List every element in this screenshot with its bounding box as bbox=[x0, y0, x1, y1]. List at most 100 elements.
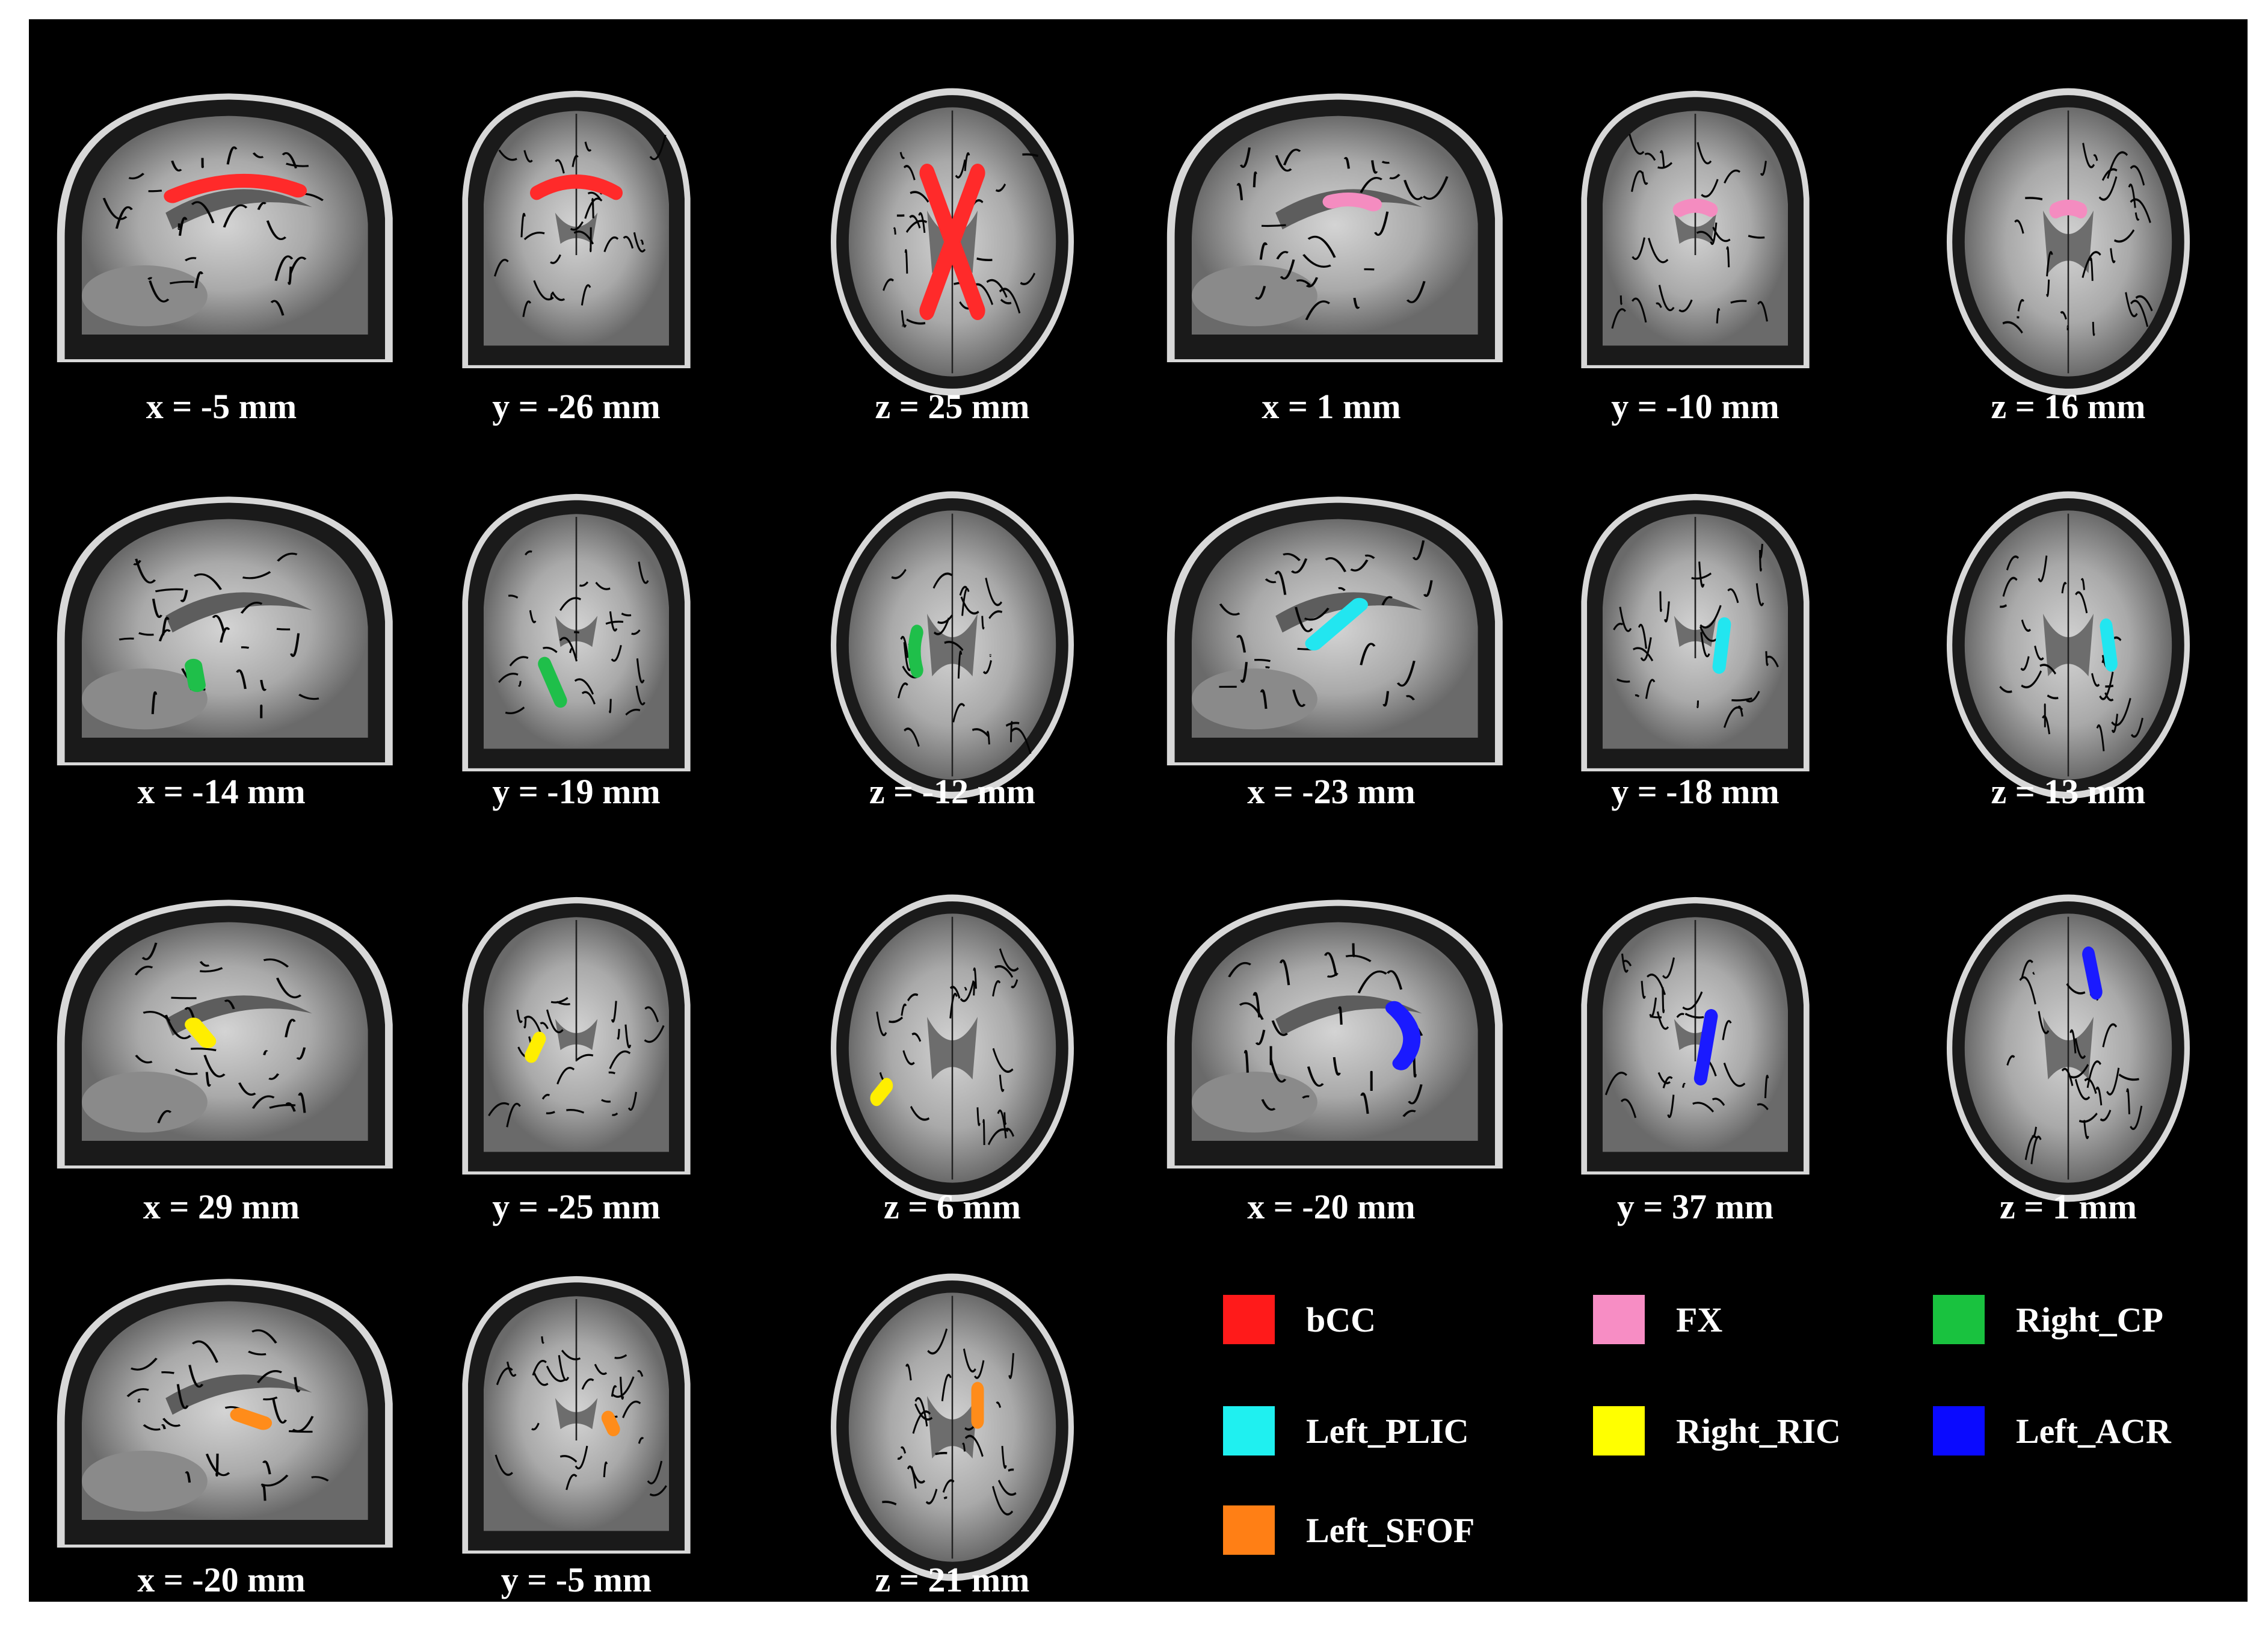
sulcus-line bbox=[1662, 987, 1665, 1013]
tract-overlay bbox=[185, 1017, 217, 1048]
corpus-callosum bbox=[1275, 995, 1422, 1036]
sulcus-line bbox=[2034, 645, 2044, 661]
sulcus-line bbox=[496, 1367, 513, 1386]
sulcus-line bbox=[2039, 664, 2056, 675]
sulcus-line bbox=[609, 611, 618, 632]
sulcus-line bbox=[162, 1418, 181, 1427]
sulcus-line bbox=[952, 703, 966, 723]
sulcus-line bbox=[2110, 248, 2116, 264]
sulcus-line bbox=[889, 1016, 903, 1023]
sulcus-line bbox=[2130, 198, 2151, 223]
sulcus-line bbox=[1604, 1072, 1627, 1096]
sulcus-line bbox=[573, 230, 594, 245]
sulcus-line bbox=[1659, 591, 1662, 613]
sulcus-line bbox=[1647, 974, 1666, 995]
sulcus-line bbox=[1716, 307, 1721, 324]
sulcus-line bbox=[292, 1416, 314, 1433]
sulcus-line bbox=[942, 1479, 955, 1493]
sulcus-line bbox=[559, 1455, 578, 1463]
sulcus-line bbox=[525, 550, 532, 556]
sulcus-line bbox=[2061, 1067, 2074, 1087]
slice-coordinate-label: y = -19 mm bbox=[492, 772, 661, 811]
sagittal-brain-slice bbox=[1166, 496, 1503, 765]
sulcus-line bbox=[907, 1465, 917, 1489]
sulcus-line bbox=[1240, 662, 1248, 683]
sulcus-line bbox=[1644, 152, 1656, 161]
sulcus-line bbox=[1631, 170, 1644, 193]
sulcus-line bbox=[126, 1388, 149, 1397]
sulcus-line bbox=[1254, 286, 1266, 300]
legend-label: Right_RIC bbox=[1676, 1412, 1841, 1451]
sulcus-line bbox=[611, 644, 622, 662]
sulcus-line bbox=[194, 271, 204, 289]
tract-overlay bbox=[230, 1407, 273, 1430]
cerebellum bbox=[1192, 265, 1317, 327]
sulcus-line bbox=[2002, 321, 2023, 334]
tract-overlay bbox=[1322, 193, 1382, 212]
sulcus-line bbox=[516, 1009, 523, 1023]
legend-label: FX bbox=[1676, 1300, 1723, 1339]
sulcus-line bbox=[901, 1003, 907, 1016]
sulcus-line bbox=[621, 613, 632, 617]
sulcus-line bbox=[1629, 134, 1645, 155]
sulcus-line bbox=[918, 212, 926, 233]
legend-swatch bbox=[1593, 1295, 1645, 1344]
sulcus-line bbox=[174, 1068, 198, 1075]
sulcus-line bbox=[203, 1055, 226, 1078]
sulcus-line bbox=[252, 152, 264, 158]
sulcus-line bbox=[612, 1112, 618, 1116]
sulcus-line bbox=[1635, 694, 1640, 697]
sulcus-line bbox=[907, 993, 919, 1002]
sulcus-line bbox=[636, 658, 645, 684]
sulcus-line bbox=[638, 561, 649, 584]
corpus-callosum bbox=[1275, 189, 1422, 230]
sulcus-line bbox=[608, 1071, 615, 1075]
sulcus-line bbox=[1236, 182, 1243, 200]
sulcus-line bbox=[994, 965, 1014, 978]
slice-coordinate-label: z = 13 mm bbox=[1991, 772, 2146, 811]
sulcus-line bbox=[135, 558, 156, 584]
sulcus-line bbox=[941, 1374, 952, 1401]
sulcus-line bbox=[2069, 1029, 2077, 1054]
sulcus-line bbox=[963, 1348, 976, 1373]
sulcus-line bbox=[1692, 1102, 1715, 1113]
sulcus-line bbox=[2111, 714, 2118, 733]
sulcus-line bbox=[285, 162, 309, 167]
sulcus-line bbox=[914, 1403, 933, 1421]
sulcus-line bbox=[199, 961, 210, 967]
tract-overlay bbox=[2049, 199, 2088, 218]
sulcus-line bbox=[263, 1397, 278, 1401]
sulcus-line bbox=[995, 183, 1006, 193]
sulcus-line bbox=[964, 1434, 984, 1457]
tract-overlay bbox=[1693, 1009, 1718, 1085]
sulcus-line bbox=[1254, 658, 1271, 662]
sulcus-line bbox=[649, 134, 667, 161]
sulcus-line bbox=[2106, 1067, 2120, 1096]
sulcus-line bbox=[959, 585, 967, 596]
sulcus-line bbox=[999, 288, 1021, 314]
sulcus-line bbox=[2095, 1086, 2103, 1106]
sulcus-line bbox=[152, 598, 162, 619]
legend-label: Left_PLIC bbox=[1306, 1412, 1469, 1451]
sulcus-line bbox=[949, 986, 961, 999]
sulcus-line bbox=[161, 1424, 166, 1430]
coronal-brain-slice bbox=[462, 90, 691, 368]
sulcus-line bbox=[556, 1067, 575, 1085]
sulcus-line bbox=[191, 201, 215, 224]
sulcus-line bbox=[2030, 1135, 2042, 1164]
sulcus-line bbox=[1307, 1066, 1324, 1087]
sulcus-line bbox=[2042, 715, 2051, 735]
sulcus-line bbox=[932, 572, 953, 589]
sulcus-line bbox=[128, 173, 145, 180]
sulcus-line bbox=[1382, 691, 1390, 707]
sulcus-line bbox=[262, 1484, 267, 1501]
sulcus-line bbox=[1228, 962, 1251, 978]
sulcus-line bbox=[2066, 983, 2086, 995]
sulcus-line bbox=[551, 291, 565, 301]
sulcus-line bbox=[2101, 168, 2118, 181]
sulcus-line bbox=[1404, 179, 1423, 200]
sulcus-line bbox=[1656, 1011, 1669, 1030]
sulcus-line bbox=[1657, 1072, 1671, 1084]
sulcus-line bbox=[199, 967, 223, 973]
